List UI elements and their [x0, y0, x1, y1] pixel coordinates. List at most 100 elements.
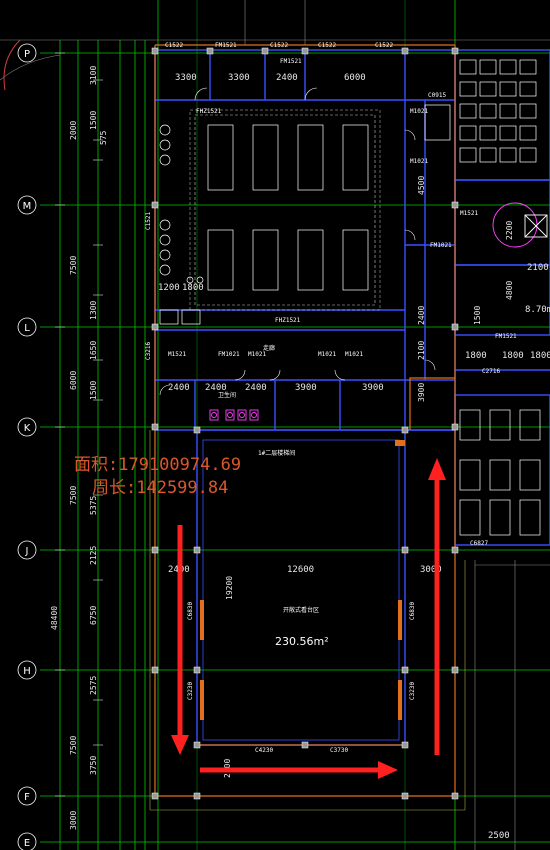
door-tag: FM1521: [495, 333, 517, 340]
perimeter-measure-text: 周长:142599.84: [92, 478, 228, 498]
door-tag: C1522: [165, 42, 183, 49]
dim-left-total: 48400: [50, 606, 59, 630]
door-tag: M1521: [460, 210, 478, 217]
dim-mid: 3900: [417, 383, 426, 402]
door-tag: FM1521: [215, 42, 237, 49]
door-tags: C1522 FM1521 C1522 C1522 C1522 FM1521 FM…: [145, 42, 517, 754]
seating-zone-outer: [189, 109, 381, 311]
dim-mid: 3900: [362, 383, 384, 393]
axis-label-p: P: [24, 49, 30, 60]
dim-left: 6000: [69, 371, 78, 390]
walls: [154, 49, 550, 746]
arc-curve: [3, 39, 21, 91]
door-tag: C6827: [470, 540, 488, 547]
door-tag: FM1021: [430, 242, 452, 249]
axis-label-l: L: [24, 323, 30, 334]
dim-top: 3300: [228, 73, 250, 83]
door-tag: C2716: [482, 368, 500, 375]
door-tag: C6830: [187, 602, 194, 620]
dim-top: 2400: [276, 73, 298, 83]
door-tag: FM1521: [280, 58, 302, 65]
door-tag: M1021: [248, 351, 266, 358]
dim-mid: 4800: [505, 281, 514, 300]
axis-label-h: H: [23, 666, 31, 677]
dim-mid: 2400: [168, 383, 190, 393]
area-label: 230.56m²: [275, 635, 329, 648]
door-tag: C6830: [409, 602, 416, 620]
dim-left: 6750: [89, 606, 98, 625]
dim-mid: 2100: [417, 341, 426, 360]
room-name: 卫生间: [218, 391, 236, 399]
aux-lines: [149, 430, 466, 811]
door-tag: M1021: [345, 351, 363, 358]
room-name: 1#二层楼梯间: [258, 449, 295, 457]
measure-outline: [154, 44, 456, 797]
right-note: 8.70m: [525, 305, 550, 315]
door-tag: C1522: [318, 42, 336, 49]
door-tag: M1021: [318, 351, 336, 358]
axis-label-m: M: [23, 201, 32, 212]
dim-left: 7500: [69, 736, 78, 755]
dim-left: 5375: [89, 496, 98, 515]
arrow-down-left-head: [171, 735, 189, 755]
dim-top: 3300: [175, 73, 197, 83]
right-note: 1800: [530, 351, 550, 361]
axis-label-k: K: [24, 423, 31, 434]
fixture-circles: [159, 124, 204, 284]
dim-left: 1300: [89, 301, 98, 320]
arrow-up-right-head: [428, 458, 446, 480]
toilet-fixtures: [209, 202, 548, 421]
door-tag: M1021: [410, 108, 428, 115]
dim-left: 7500: [69, 486, 78, 505]
dim-left: 3100: [89, 66, 98, 85]
dim-left: 2000: [69, 121, 78, 140]
desk-grid: [159, 59, 541, 536]
wall-markers: [200, 440, 405, 720]
door-tag: FM1021: [218, 351, 240, 358]
room-name: 开敞式看台区: [283, 606, 319, 614]
dim-mid: 1800: [502, 351, 524, 361]
dim-mid: 1500: [473, 306, 482, 325]
door-tag: C3216: [145, 342, 152, 360]
axis-bubbles: P M L K J H F E: [17, 43, 37, 850]
right-note: 2100: [527, 263, 549, 273]
dim-left: 3750: [89, 756, 98, 775]
axis-label-f: F: [24, 792, 30, 803]
dim-mid: 2400: [417, 306, 426, 325]
dim-left: 1650: [89, 341, 98, 360]
dim-mid: 19200: [225, 576, 234, 600]
seating-zone: [194, 114, 376, 306]
axis-label-e: E: [24, 838, 30, 849]
area-measure-text: 面积:179100974.69: [74, 455, 241, 475]
dim-mid: 1200: [158, 283, 180, 293]
grid-lines: [40, 0, 550, 850]
dim-left: 1500: [89, 381, 98, 400]
door-swings: [159, 87, 436, 396]
door-tag: C3230: [409, 682, 416, 700]
dim-left: 2125: [89, 546, 98, 565]
room-name: 走廊: [263, 344, 275, 352]
door-tag: C0915: [428, 92, 446, 99]
door-tag: C3230: [187, 682, 194, 700]
dim-mid: 1800: [465, 351, 487, 361]
dim-top: 6000: [344, 73, 366, 83]
dim-mid: 4500: [417, 176, 426, 195]
dim-left: 7500: [69, 256, 78, 275]
red-arrows: [171, 458, 446, 779]
dim-mid: 3000: [420, 565, 442, 575]
dim-mid: 2500: [488, 831, 510, 841]
dim-left: 2575: [89, 676, 98, 695]
dim-mid: 3900: [295, 383, 317, 393]
right-notes: 2100 8.70m 1800: [525, 263, 550, 361]
columns: [151, 47, 459, 800]
axis-label-j: J: [25, 546, 29, 557]
arrow-right-bottom-head: [378, 761, 398, 779]
door-tag: M1521: [168, 351, 186, 358]
dim-mid: 2400: [245, 383, 267, 393]
left-dimensions: 3100 2000 1500 575 7500 1300 1650 6000 1…: [50, 66, 108, 830]
door-tag: FHZ1521: [196, 108, 222, 115]
door-tag: FHZ1521: [275, 317, 301, 324]
